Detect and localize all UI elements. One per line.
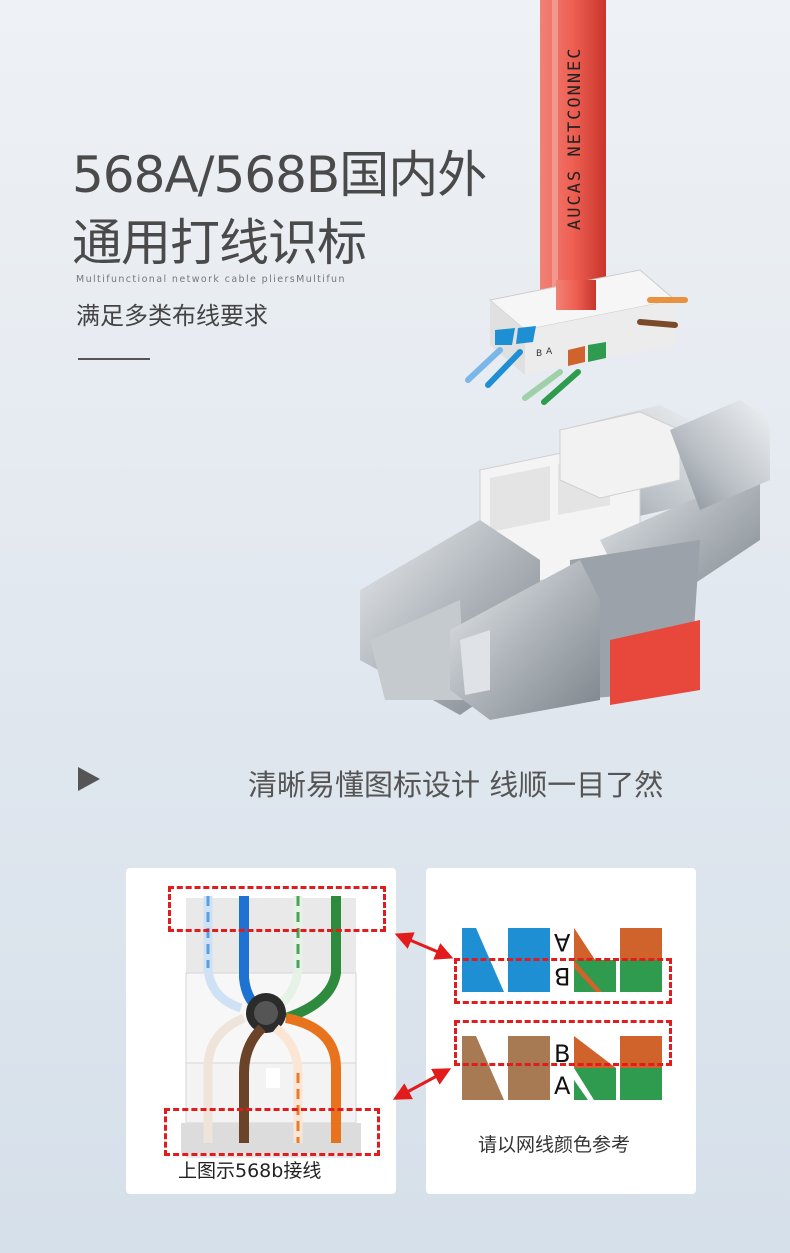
subtitle-chinese: 满足多类布线要求	[76, 302, 268, 330]
color-code-card: A B B A 请以网线颜色参考	[426, 868, 696, 1194]
color-code-bottom-row	[462, 1036, 662, 1100]
play-icon	[78, 767, 100, 791]
subtitle-english: Multifunctional network cable pliersMult…	[76, 274, 346, 285]
cap-label-a: A	[546, 347, 553, 357]
title-line-1: 568A/568B国内外	[72, 146, 487, 204]
network-cable: AUCAS NETCONNEC	[540, 0, 606, 310]
right-card-caption: 请以网线颜色参考	[478, 1134, 631, 1156]
highlight-top-wires	[168, 886, 386, 932]
top-label-a: A	[554, 928, 571, 956]
idc-cap: B A	[465, 269, 688, 405]
bottom-label-a: A	[554, 1072, 571, 1100]
wire-orange	[284, 1013, 341, 1143]
cable-print-text: AUCAS NETCONNEC	[565, 46, 585, 230]
keystone-jack-illustration: AUCAS NETCONNEC B A	[360, 0, 770, 720]
cap-label-b: B	[536, 349, 542, 359]
wiring-example-card: 上图示568b接线	[126, 868, 396, 1194]
wire-brown	[239, 1024, 266, 1143]
left-card-caption: 上图示568b接线	[178, 1160, 322, 1182]
highlight-bottom-code	[454, 1020, 672, 1066]
jack-body	[360, 400, 770, 720]
wire-white-blue	[203, 896, 243, 1013]
highlight-bottom-wires	[164, 1108, 380, 1156]
wiring-diagram	[181, 896, 361, 1158]
wire-green	[284, 896, 341, 1023]
wire-white-orange	[273, 1024, 303, 1143]
highlight-top-code	[454, 958, 672, 1004]
mid-caption: 清晰易懂图标设计 线顺一目了然	[248, 768, 664, 802]
title-line-2: 通用打线识标	[72, 214, 367, 272]
bottom-label-b: B	[554, 1040, 571, 1068]
header-divider	[78, 358, 150, 360]
wire-white-brown	[203, 1013, 246, 1143]
